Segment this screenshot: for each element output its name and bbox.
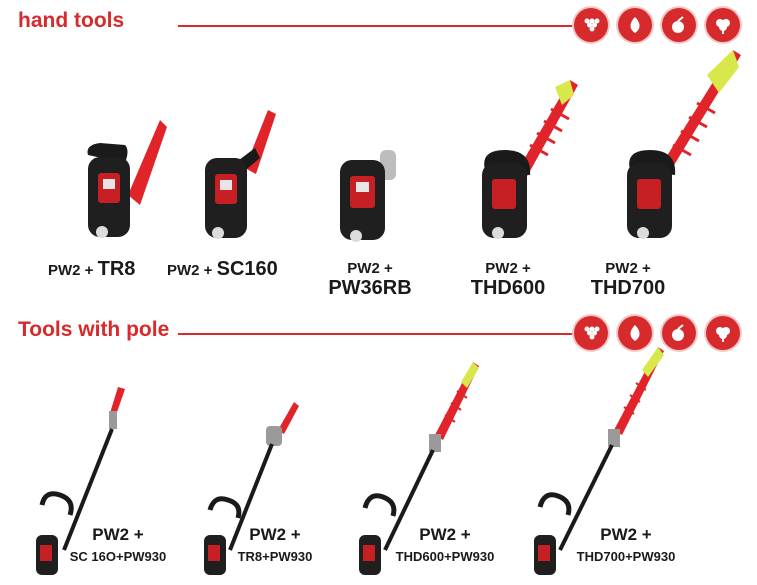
thd600-label: PW2 + THD600	[458, 260, 558, 300]
thd600-pw930-label: PW2 + THD600+PW930	[385, 525, 505, 564]
cotton-icon	[706, 316, 740, 350]
thd600-model: THD600	[470, 277, 546, 299]
thd700-prefix: PW2 +	[605, 260, 651, 277]
tr8-pw930-prefix: PW2 +	[249, 525, 301, 544]
orchard-icon	[618, 8, 652, 42]
thd700-product-image	[627, 50, 741, 239]
tr8-pw930-label: PW2 + TR8+PW930	[225, 525, 325, 564]
sc160-pw930-model: SC 16O+PW930	[69, 549, 167, 564]
thd600-prefix: PW2 +	[485, 260, 531, 277]
sc160-model: SC160	[216, 258, 278, 280]
thd600-pw930-model: THD600+PW930	[395, 549, 495, 564]
sc160-label: PW2 + SC160	[167, 258, 278, 281]
thd700-pw930-product-image	[534, 347, 664, 575]
thd600-pw930-prefix: PW2 +	[419, 525, 471, 544]
thd700-label: PW2 + THD700	[578, 260, 678, 300]
pw36rb-label: PW2 + PW36RB	[320, 260, 420, 300]
thd700-pw930-model: THD700+PW930	[576, 549, 676, 564]
tr8-prefix: PW2 +	[48, 262, 98, 279]
thd600-pw930-product-image	[359, 362, 479, 575]
pw36rb-model: PW36RB	[328, 277, 412, 299]
thd700-pw930-prefix: PW2 +	[600, 525, 652, 544]
olive-icon	[662, 8, 696, 42]
vineyard-icon	[574, 8, 608, 42]
tr8-product-image	[87, 120, 167, 238]
sc160-pw930-product-image	[36, 387, 125, 575]
hand-tools-crop-icons	[574, 8, 740, 42]
hand-tools-rule	[178, 25, 578, 27]
pole-tools-title: Tools with pole	[18, 318, 170, 341]
tr8-pw930-product-image	[204, 402, 299, 575]
vineyard-icon	[574, 316, 608, 350]
tr8-model: TR8	[97, 258, 136, 280]
thd600-product-image	[482, 80, 578, 239]
thd700-model: THD700	[590, 277, 666, 299]
pole-tools-rule	[178, 333, 578, 335]
thd700-pw930-label: PW2 + THD700+PW930	[566, 525, 686, 564]
tr8-pw930-model: TR8+PW930	[237, 549, 313, 564]
olive-icon	[662, 316, 696, 350]
pw36rb-product-image	[340, 150, 396, 242]
pole-tools-crop-icons	[574, 316, 740, 350]
sc160-prefix: PW2 +	[167, 262, 217, 279]
sc160-pw930-label: PW2 + SC 16O+PW930	[58, 525, 178, 564]
hand-tools-title: hand tools	[18, 9, 125, 32]
sc160-product-image	[205, 110, 276, 239]
orchard-icon	[618, 316, 652, 350]
sc160-pw930-prefix: PW2 +	[92, 525, 144, 544]
pw36rb-prefix: PW2 +	[347, 260, 393, 277]
tr8-label: PW2 + TR8	[48, 258, 135, 281]
cotton-icon	[706, 8, 740, 42]
